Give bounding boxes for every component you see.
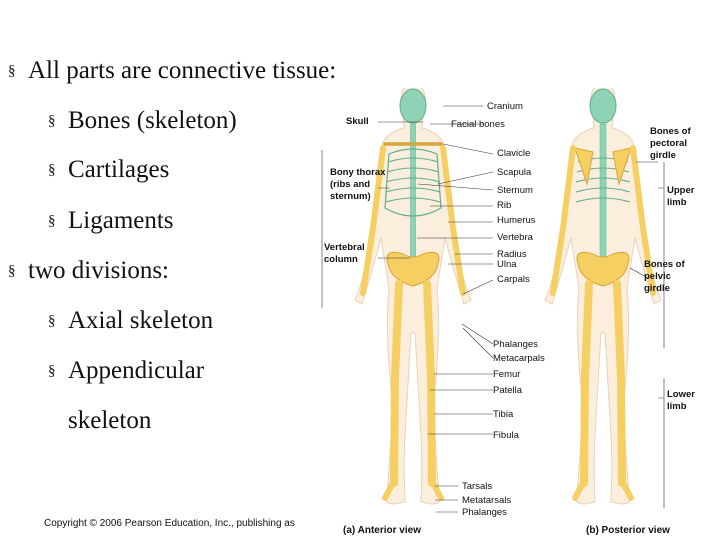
bullet-appendicular: § Appendicular bbox=[48, 356, 204, 386]
bullet-ligaments: § Ligaments bbox=[48, 206, 174, 236]
label-vertebral-column-line2: column bbox=[324, 254, 358, 265]
posterior-skeleton bbox=[544, 88, 662, 505]
label-metatarsals: Metatarsals bbox=[462, 495, 511, 506]
bullet-marker: § bbox=[48, 162, 56, 178]
leader-lines bbox=[321, 105, 665, 513]
label-tibia: Tibia bbox=[493, 409, 514, 420]
bullet-connective-tissue: § All parts are connective tissue: bbox=[8, 56, 336, 86]
label-pelvic-girdle: Bones of bbox=[644, 259, 685, 270]
label-phalanges-foot: Phalanges bbox=[462, 507, 507, 518]
bullet-text: Ligaments bbox=[68, 207, 174, 234]
label-humerus: Humerus bbox=[497, 215, 536, 226]
bullet-text: two divisions: bbox=[28, 257, 169, 284]
bullet-text: skeleton bbox=[68, 407, 152, 434]
bullet-cartilages: § Cartilages bbox=[48, 155, 169, 185]
bullet-marker: § bbox=[8, 263, 16, 279]
caption-posterior-view: (b) Posterior view bbox=[586, 525, 670, 536]
label-pectoral-girdle-line2: pectoral bbox=[650, 138, 687, 149]
label-ulna: Ulna bbox=[497, 259, 517, 270]
bullet-marker: § bbox=[48, 363, 56, 379]
label-patella: Patella bbox=[493, 385, 523, 396]
leg-bones bbox=[390, 280, 436, 487]
anterior-skeleton bbox=[354, 88, 472, 505]
bullet-marker: § bbox=[8, 63, 16, 79]
skeleton-figure: Cranium Facial bones Clavicle Scapula St… bbox=[321, 88, 695, 536]
label-phalanges-hand: Phalanges bbox=[493, 339, 538, 350]
label-rib: Rib bbox=[497, 200, 511, 211]
skull bbox=[589, 88, 617, 124]
arm-bones bbox=[550, 145, 656, 296]
pelvis bbox=[576, 251, 630, 287]
label-carpals: Carpals bbox=[497, 274, 530, 285]
label-vertebral-column: Vertebral bbox=[324, 242, 365, 253]
bullet-marker: § bbox=[48, 113, 56, 129]
skull bbox=[399, 88, 427, 124]
label-pectoral-girdle: Bones of bbox=[650, 126, 691, 137]
copyright-notice: Copyright © 2006 Pearson Education, Inc.… bbox=[44, 518, 295, 529]
feet bbox=[572, 480, 634, 501]
label-lower-limb-line2: limb bbox=[667, 401, 687, 412]
label-metacarpals: Metacarpals bbox=[493, 353, 545, 364]
label-pelvic-girdle-line2: pelvic bbox=[644, 271, 671, 282]
leg-bones bbox=[580, 280, 626, 487]
label-upper-limb-line2: limb bbox=[667, 197, 687, 208]
label-cranium: Cranium bbox=[487, 101, 523, 112]
label-tarsals: Tarsals bbox=[462, 481, 492, 492]
bullet-appendicular-continued: skeleton bbox=[68, 406, 151, 436]
label-bony-thorax-line2: (ribs and bbox=[330, 179, 370, 190]
caption-anterior-view: (a) Anterior view bbox=[343, 525, 421, 536]
label-bony-thorax-line3: sternum) bbox=[330, 191, 371, 202]
label-lower-limb: Lower bbox=[667, 389, 695, 400]
label-bony-thorax: Bony thorax bbox=[330, 167, 386, 178]
arm-bones bbox=[360, 145, 466, 296]
bullet-bones: § Bones (skeleton) bbox=[48, 106, 237, 136]
label-upper-limb: Upper bbox=[667, 185, 695, 196]
bullet-text: All parts are connective tissue: bbox=[28, 57, 337, 84]
bullet-text: Cartilages bbox=[68, 156, 170, 183]
label-sternum: Sternum bbox=[497, 185, 533, 196]
vertebral-column bbox=[599, 123, 607, 275]
label-clavicle: Clavicle bbox=[497, 148, 530, 159]
bullet-text: Appendicular bbox=[68, 357, 205, 384]
label-scapula: Scapula bbox=[497, 167, 532, 178]
feet bbox=[382, 480, 444, 501]
scapulae bbox=[574, 147, 632, 186]
label-fibula: Fibula bbox=[493, 430, 520, 441]
bullet-text: Bones (skeleton) bbox=[68, 107, 237, 134]
bullet-two-divisions: § two divisions: bbox=[8, 256, 169, 286]
bullet-axial-skeleton: § Axial skeleton bbox=[48, 306, 213, 336]
rib-cage bbox=[384, 148, 442, 217]
label-femur: Femur bbox=[493, 369, 520, 380]
label-pelvic-girdle-line3: girdle bbox=[644, 283, 670, 294]
ribs bbox=[575, 157, 631, 203]
ribs bbox=[385, 157, 441, 203]
label-facial-bones: Facial bones bbox=[451, 119, 505, 130]
bullet-marker: § bbox=[48, 213, 56, 229]
label-vertebra: Vertebra bbox=[497, 232, 534, 243]
pelvis bbox=[386, 251, 440, 287]
bullet-text: Axial skeleton bbox=[68, 307, 214, 334]
label-pectoral-girdle-line3: girdle bbox=[650, 150, 676, 161]
label-skull: Skull bbox=[346, 116, 369, 127]
bullet-marker: § bbox=[48, 313, 56, 329]
label-radius: Radius bbox=[497, 249, 527, 260]
